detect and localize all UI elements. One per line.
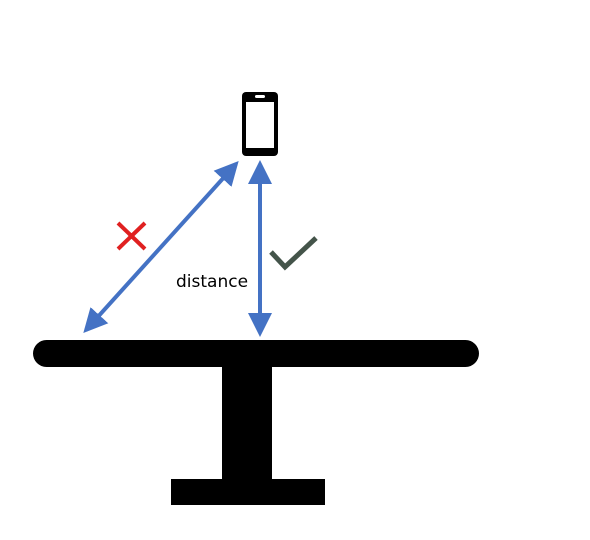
check-mark-icon [269, 236, 318, 271]
distance-label: distance [176, 272, 248, 292]
cross-mark-icon [116, 221, 147, 251]
table-leg [222, 366, 272, 481]
table-top [33, 340, 479, 367]
table-base [171, 479, 325, 505]
smartphone-icon [242, 92, 278, 156]
diagonal-measure-arrow [83, 161, 239, 333]
table [33, 340, 479, 505]
